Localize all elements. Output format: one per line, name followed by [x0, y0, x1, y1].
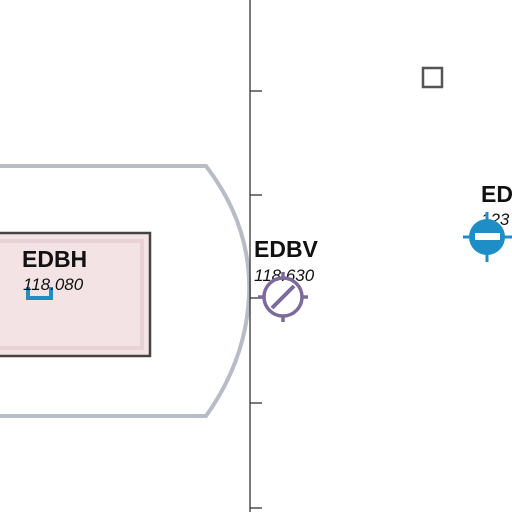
ed-airport-icon — [463, 212, 512, 262]
airport-ed-partial[interactable]: ED 123 — [463, 181, 512, 262]
edbv-ident: EDBV — [254, 236, 319, 262]
edbh-ident: EDBH — [22, 246, 87, 272]
airport-edbh[interactable]: EDBH 118.080 — [0, 231, 152, 358]
edbh-info-box-inner — [0, 239, 144, 350]
edbv-airfield-icon — [258, 272, 308, 322]
edbh-frequency: 118.080 — [23, 275, 84, 294]
airport-edbv[interactable]: EDBV 118.630 — [254, 236, 319, 322]
airspace-boundary — [0, 164, 252, 418]
edbh-info-box — [0, 231, 152, 358]
meridian-line — [249, 0, 262, 512]
ed-ident: ED — [481, 181, 512, 207]
edbh-airfield-icon — [26, 287, 53, 300]
obstacle-square-icon — [421, 66, 444, 89]
